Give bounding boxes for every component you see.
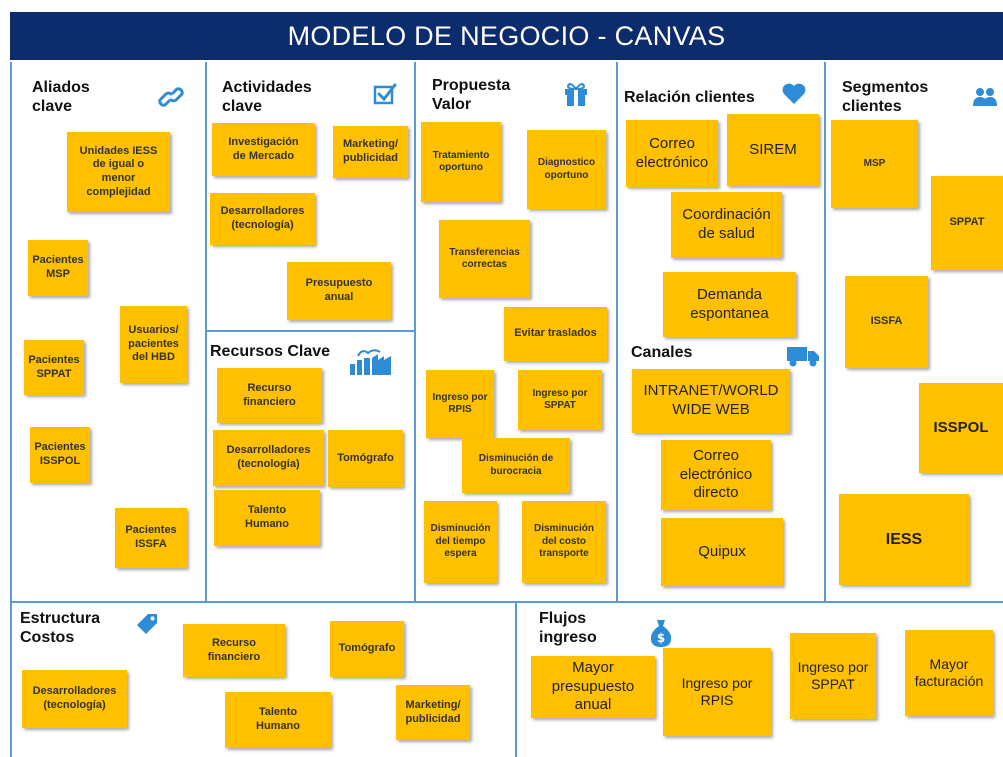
note-sppat: SPPAT <box>931 176 1003 270</box>
note-mayor-facturacion: Mayor facturación <box>905 630 993 716</box>
section-title: Canales <box>631 344 693 361</box>
note-issfa: ISSFA <box>845 276 928 368</box>
note-disminucion-costo: Disminución del costo transporte <box>522 501 606 583</box>
section-title: Recursos Clave <box>210 343 331 360</box>
note-disminucion-tiempo: Disminución del tiempo espera <box>424 501 497 583</box>
divider <box>10 62 12 757</box>
note-correo-electronico: Correo electrónico <box>626 120 718 187</box>
note-ingreso-rpis: Ingreso por RPIS <box>663 648 771 736</box>
note-intranet-www: INTRANET/WORLD WIDE WEB <box>632 369 790 433</box>
note-ingreso-sppat: Ingreso por SPPAT <box>790 633 876 719</box>
note-desarrolladores: Desarrolladores (tecnología) <box>213 430 324 486</box>
note-evitar-traslados: Evitar traslados <box>504 307 607 361</box>
canvas-title: MODELO DE NEGOCIO - CANVAS <box>10 12 1003 60</box>
money-bag-icon: $ <box>650 620 672 647</box>
note-presupuesto-anual: Presupuesto anual <box>287 262 391 320</box>
section-title: Segmentos clientes <box>842 79 929 115</box>
svg-text:$: $ <box>657 631 665 645</box>
note-disminucion-burocracia: Disminución de burocracia <box>462 438 570 493</box>
section-title: Flujos ingreso <box>539 610 597 646</box>
checkbox-icon <box>373 83 397 105</box>
note-ingreso-rpis: Ingreso por RPIS <box>426 370 494 438</box>
section-title: Aliados clave <box>32 79 90 115</box>
note-tomografo: Tomógrafo <box>330 621 404 677</box>
link-icon <box>158 87 184 107</box>
note-desarrolladores: Desarrolladores (tecnología) <box>210 193 315 245</box>
note-pacientes-isspol: Pacientes ISSPOL <box>30 427 90 483</box>
truck-icon <box>787 347 819 367</box>
note-diagnostico-oportuno: Diagnostico oportuno <box>527 130 606 209</box>
note-coordinacion-salud: Coordinación de salud <box>671 192 782 258</box>
divider <box>824 62 826 602</box>
note-msp: MSP <box>831 120 918 208</box>
note-mayor-presupuesto: Mayor presupuesto anual <box>531 656 655 718</box>
note-marketing-publicidad: Marketing/ publicidad <box>396 685 470 740</box>
section-title: Estructura Costos <box>20 610 101 646</box>
note-iess: IESS <box>839 494 969 585</box>
divider <box>206 330 415 332</box>
note-investigacion-mercado: Investigación de Mercado <box>212 123 315 176</box>
note-unidades-iess: Unidades IESS de igual o menor complejid… <box>67 132 170 212</box>
divider <box>515 602 517 757</box>
note-quipux: Quipux <box>661 518 783 586</box>
note-marketing-publicidad: Marketing/ publicidad <box>333 126 408 178</box>
note-desarrolladores: Desarrolladores (tecnología) <box>22 670 127 728</box>
note-pacientes-issfa: Pacientes ISSFA <box>115 508 187 568</box>
note-usuarios-hbd: Usuarios/ pacientes del HBD <box>120 306 187 383</box>
heart-icon <box>782 83 806 104</box>
note-talento-humano: Talento Humano <box>214 490 320 546</box>
gift-icon <box>565 83 587 106</box>
people-icon <box>973 88 997 106</box>
note-recurso-financiero: Recurso financiero <box>217 368 322 423</box>
note-pacientes-sppat: Pacientes SPPAT <box>24 340 84 395</box>
section-title: Relación clientes <box>624 89 755 106</box>
divider <box>616 62 618 602</box>
note-talento-humano: Talento Humano <box>225 692 331 748</box>
note-tomografo: Tomógrafo <box>328 430 403 487</box>
note-isspol: ISSPOL <box>919 383 1003 473</box>
factory-icon <box>350 349 391 375</box>
divider <box>10 601 1003 603</box>
note-tratamiento-oportuno: Tratamiento oportuno <box>421 122 501 202</box>
divider <box>414 62 416 602</box>
note-demanda-espontanea: Demanda espontanea <box>663 272 796 337</box>
note-recurso-financiero: Recurso financiero <box>183 624 285 677</box>
note-pacientes-msp: Pacientes MSP <box>28 240 88 296</box>
note-ingreso-sppat: Ingreso por SPPAT <box>518 370 602 430</box>
divider <box>205 62 207 602</box>
section-title: Actividades clave <box>222 79 312 115</box>
note-sirem: SIREM <box>727 114 819 186</box>
note-correo-directo: Correo electrónico directo <box>661 440 771 510</box>
section-title: Propuesta Valor <box>432 77 511 113</box>
note-transferencias-correctas: Transferencias correctas <box>439 220 530 298</box>
tag-icon <box>137 614 157 634</box>
